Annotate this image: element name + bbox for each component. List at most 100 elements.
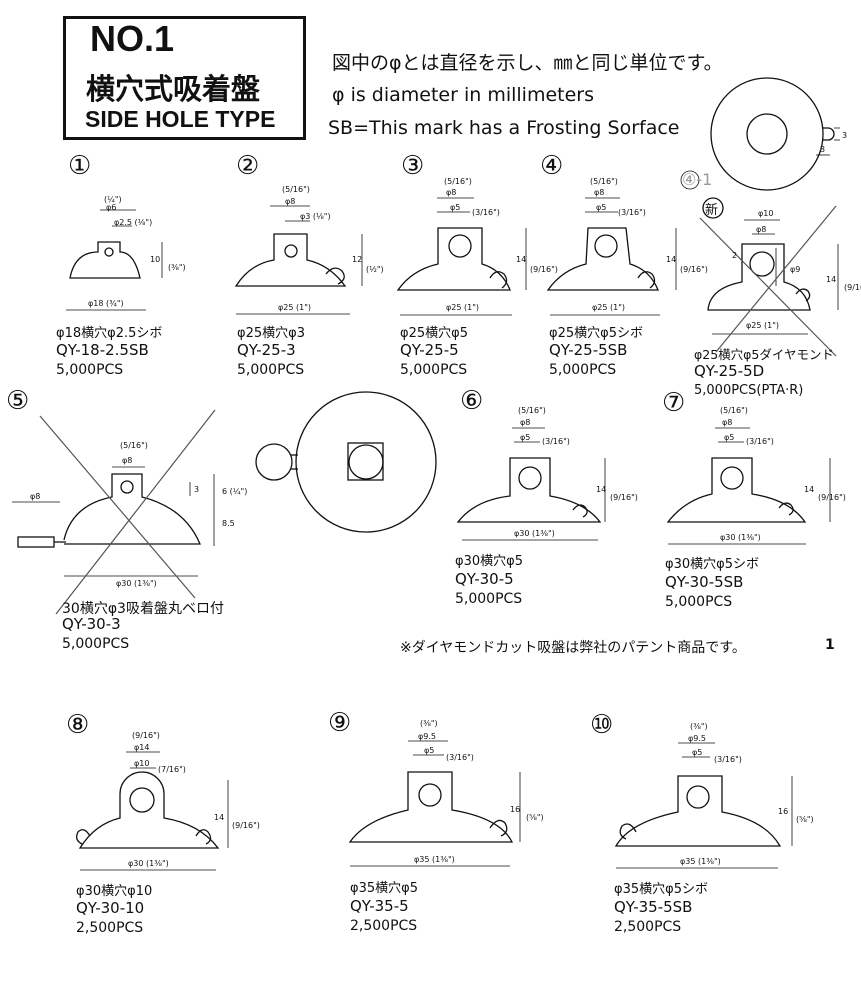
dim-8-top-frac: (9/16") [132, 731, 160, 740]
drawing-4-1 [680, 170, 839, 357]
dim-1-base: φ18 (¾") [88, 299, 124, 308]
dim-8-height: 14 [214, 813, 224, 822]
dim-5-top-frac: (5/16") [120, 441, 148, 450]
drawing-3 [396, 197, 527, 316]
dim-5-lower: 8.5 [222, 519, 235, 528]
drawing-9 [348, 740, 521, 867]
page-title: NO.1 [90, 18, 175, 59]
header-box [63, 16, 306, 140]
dim-2-top: φ8 [285, 197, 295, 206]
dim-4-height-frac: (9/16") [680, 265, 708, 274]
dim-3-hole: φ5 [450, 203, 460, 212]
legend-diagram [710, 77, 840, 191]
dim-41-side: 2 [732, 251, 737, 260]
dim-7-top-frac: (5/16") [720, 406, 748, 415]
product-number-2: ② [236, 151, 260, 181]
dim-6-hole: φ5 [520, 433, 530, 442]
dim-41-base: φ25 (1") [746, 321, 779, 330]
product-number-10: ⑩ [590, 710, 614, 740]
dim-4-height: 14 [666, 255, 676, 264]
dim-41-height-frac: (9/16") [844, 283, 861, 292]
drawing-5-topview [255, 391, 437, 533]
patent-note: ※ダイヤモンドカット吸盤は弊社のパテント商品です。 [400, 640, 746, 656]
product-code-8: QY-30-10 [76, 899, 145, 917]
dim-10-base: φ35 (1⅜") [680, 857, 721, 866]
product-qty-8: 2,500PCS [76, 920, 144, 936]
dim-10-hole: φ5 [692, 748, 702, 757]
dim-6-base: φ30 (1⅜") [514, 529, 555, 538]
product-qty-7: 5,000PCS [665, 594, 733, 610]
product-qty-4: 5,000PCS [549, 362, 617, 378]
dim-3-top: φ8 [446, 188, 456, 197]
dim-7-base: φ30 (1⅜") [720, 533, 761, 542]
dim-1-hole: φ2.5 (⅛") [114, 218, 152, 227]
dim-6-top: φ8 [520, 418, 530, 427]
product-number-8: ⑧ [66, 710, 90, 740]
product-qty-1: 5,000PCS [56, 362, 124, 378]
dim-8-top: φ14 [134, 743, 149, 752]
caption-jp-7: φ30横穴φ5シボ [665, 557, 759, 572]
dimension-labels: (¼") φ6 φ2.5 (⅛") 10 (⅜") φ18 (¾") (5/16… [30, 131, 861, 868]
product-code-1: QY-18-2.5SB [56, 341, 149, 359]
dim-41-hole: φ8 [756, 225, 766, 234]
product-qty-4-1: 5,000PCS(PTA·R) [694, 383, 804, 398]
product-number-9: ⑨ [328, 708, 352, 738]
drawing-4 [546, 197, 677, 316]
dim-7-hole-frac: (3/16") [746, 437, 774, 446]
dim-4-hole: φ5 [596, 203, 606, 212]
caption-jp-6: φ30横穴φ5 [455, 554, 523, 569]
drawing-6 [456, 427, 606, 541]
caption-jp-9: φ35横穴φ5 [350, 881, 418, 896]
dim-10-top-frac: (⅜") [690, 722, 708, 731]
page-number: 1 [825, 637, 835, 653]
dim-1-height: 10 [150, 255, 160, 264]
dim-7-top: φ8 [722, 418, 732, 427]
dim-5-base: φ30 (1⅜") [116, 579, 157, 588]
note-sb: SB=This mark has a Frosting Sorface [328, 117, 680, 139]
product-qty-3: 5,000PCS [400, 362, 468, 378]
dim-6-height: 14 [596, 485, 606, 494]
drawing-7 [666, 427, 831, 545]
dim-2-hole: φ3 (⅛") [300, 212, 331, 221]
dim-3-height: 14 [516, 255, 526, 264]
dim-4-top-frac: (5/16") [590, 177, 618, 186]
dim-5-upper: 6 (¼") [222, 487, 247, 496]
drawing-1 [66, 209, 163, 311]
product-code-4-1: QY-25-5D [694, 362, 765, 380]
dim-7-hole: φ5 [724, 433, 734, 442]
dim-2-height-frac: (½") [366, 265, 384, 274]
dim-41-top: φ10 [758, 209, 773, 218]
dim-5-left: φ8 [30, 492, 40, 501]
dim-5-top: φ8 [122, 456, 132, 465]
caption-jp-4: φ25横穴φ5シボ [549, 326, 643, 341]
dim-10-height-frac: (⅝") [796, 815, 814, 824]
dim-1-top-frac: (¼") [104, 195, 122, 204]
dim-1-height-frac: (⅜") [168, 263, 186, 272]
note-diameter: φ is diameter in millimeters [332, 84, 594, 106]
dim-9-hole: φ5 [424, 746, 434, 755]
product-number-1: ① [68, 151, 92, 181]
legend-dim-a: 3 [842, 131, 847, 140]
dim-9-top-frac: (⅜") [420, 719, 438, 728]
caption-jp-8: φ30横穴φ10 [76, 884, 153, 899]
new-badge: 新 [705, 203, 719, 218]
drawing-10 [614, 742, 793, 869]
caption-jp-3: φ25横穴φ5 [400, 326, 468, 341]
product-number-5: ⑤ [6, 386, 30, 416]
product-qty-9: 2,500PCS [350, 918, 418, 934]
dim-7-height-frac: (9/16") [818, 493, 846, 502]
dim-4-top: φ8 [594, 188, 604, 197]
dim-41-height: 14 [826, 275, 836, 284]
dim-9-hole-frac: (3/16") [446, 753, 474, 762]
dim-7-height: 14 [804, 485, 814, 494]
dim-9-top: φ9.5 [418, 732, 436, 741]
dim-6-hole-frac: (3/16") [542, 437, 570, 446]
dim-2-top-frac: (5/16") [282, 185, 310, 194]
legend-dim-b: 3 [820, 145, 825, 154]
product-code-2: QY-25-3 [237, 341, 296, 359]
dim-3-top-frac: (5/16") [444, 177, 472, 186]
product-code-4: QY-25-5SB [549, 341, 628, 359]
dim-9-base: φ35 (1⅜") [414, 855, 455, 864]
product-code-7: QY-30-5SB [665, 573, 744, 591]
